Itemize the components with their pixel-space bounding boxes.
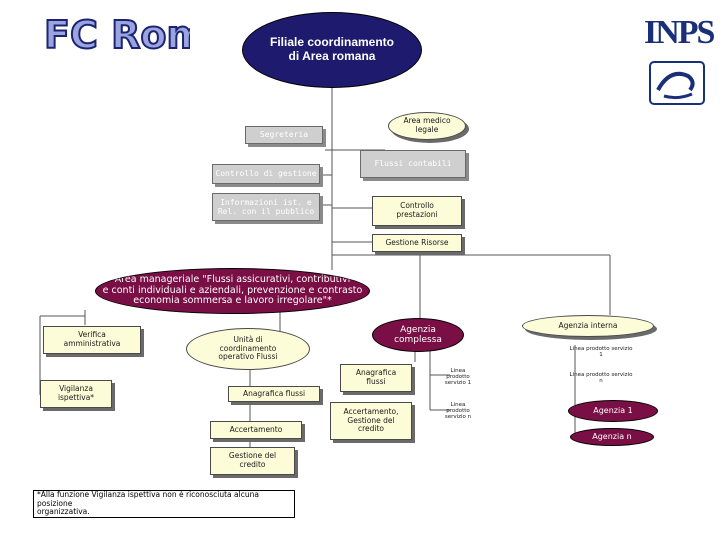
ac-linea-1-label: Linea prodotto servizio 1 [444, 367, 472, 387]
agenzia-complessa-node: Agenzia complessa [372, 318, 464, 352]
ai-linea-1-label: Linea prodotto servizio 1 [569, 345, 633, 358]
gestione-credito-box: Gestione del credito [210, 447, 295, 475]
area-manageriale-node: Area manageriale "Flussi assicurativi, c… [95, 268, 370, 314]
verifica-amministrativa-box: Verifica amministrativa [43, 326, 141, 354]
controllo-gestione-box: Controllo di gestione [212, 164, 320, 184]
inps-logo-text: INPS [644, 14, 715, 51]
ai-linea-n-label: Linea prodotto servizio n [569, 371, 633, 384]
agenzia-n-node: Agenzia n [570, 428, 654, 446]
anagrafica-flussi-box: Anagrafica flussi [228, 386, 320, 402]
area-medico-legale: Area medico legale [388, 112, 466, 140]
vigilanza-ispettiva-box: Vigilanza ispettiva* [40, 380, 112, 408]
unita-coordinamento-node: Unità di coordinamento operativo Flussi [186, 328, 310, 370]
segreteria-box: Segreteria [245, 126, 323, 144]
gestione-risorse-box: Gestione Risorse [372, 234, 462, 252]
agenzia-1-node: Agenzia 1 [568, 400, 658, 422]
informazioni-box: Informazioni ist. e Rel. con il pubblico [212, 193, 320, 221]
controllo-prestazioni-box: Controllo prestazioni [372, 196, 462, 226]
fc-roma-logo: FC Roma [43, 12, 190, 56]
agenzia-interna-node: Agenzia interna [522, 315, 654, 337]
ac-accertamento-box: Accertamento, Gestione del credito [330, 402, 412, 440]
root-node: Filiale coordinamento di Area romana [242, 12, 422, 88]
flussi-contabili-box: Flussi contabili [360, 150, 466, 178]
accertamento-box: Accertamento [210, 421, 302, 439]
footnote-box: *Alla funzione Vigilanza ispettiva non è… [33, 490, 295, 518]
ac-anagrafica-flussi-box: Anagrafica flussi [340, 364, 412, 392]
ac-linea-n-label: Linea prodotto servizio n [444, 401, 472, 421]
inps-logo-icon [649, 61, 705, 105]
svg-text:FC Roma: FC Roma [44, 13, 190, 56]
